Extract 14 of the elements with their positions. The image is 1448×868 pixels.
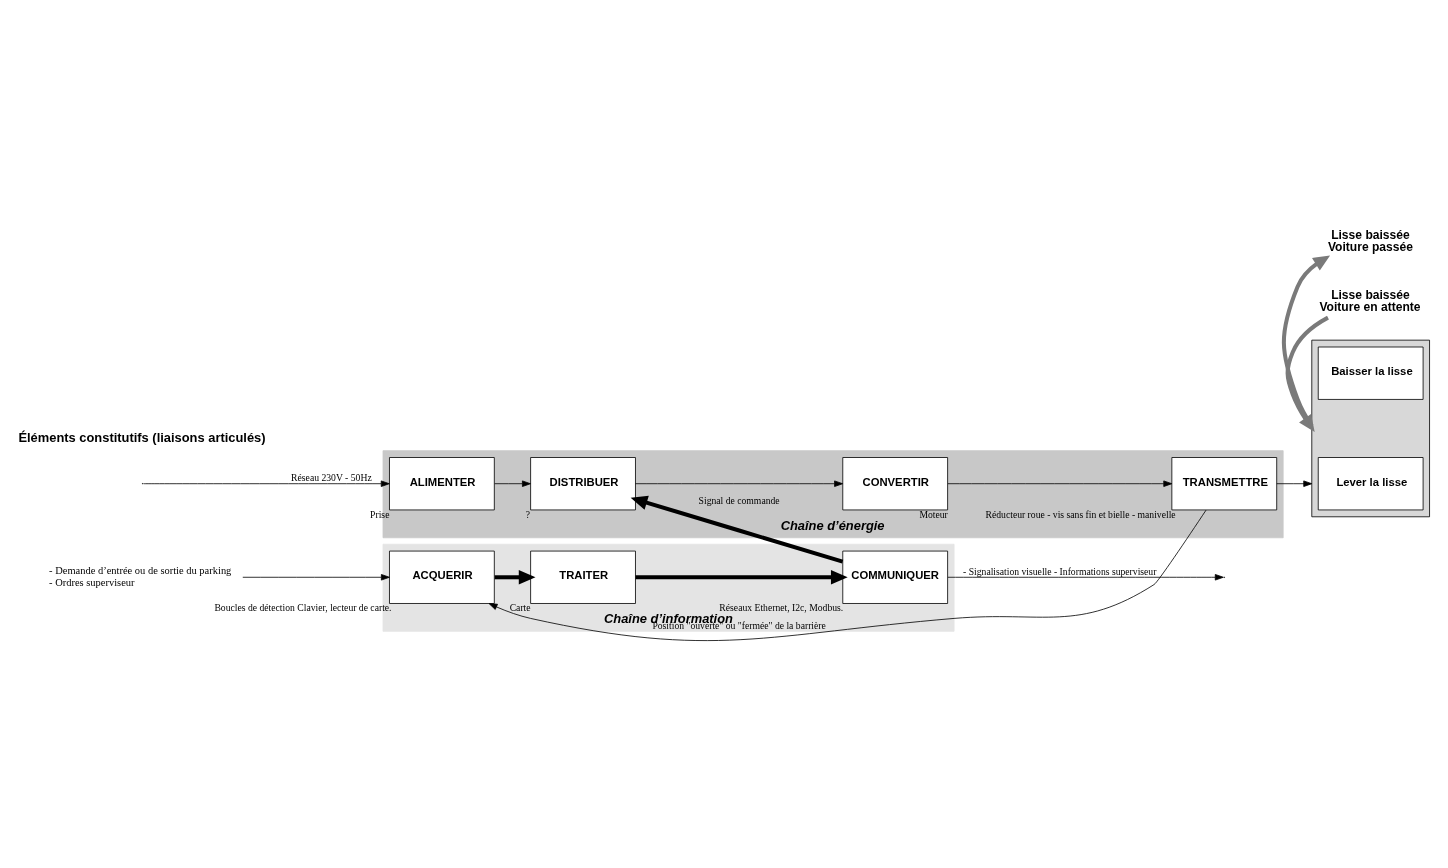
- node-text: Lisse baissée Voiture passée: [1327, 228, 1413, 255]
- node-label: Boucles de détection Clavier, lecteur de carte.: [214, 602, 392, 614]
- edge-label: Réseau 230V - 50Hz: [291, 471, 372, 483]
- edge-label: - Signalisation visuelle - Informations superviseur: [963, 565, 1157, 577]
- node-text: - Demande d’entrée ou de sortie du parking - Ordres superviseur: [49, 565, 232, 588]
- edge-label: Signal de commande: [698, 495, 780, 507]
- label: Éléments constitutifs (liaisons articulés): [18, 430, 266, 446]
- node-label: Carte: [509, 602, 531, 614]
- node-label: Réducteur roue - vis sans fin et bielle - manivelle: [985, 508, 1176, 520]
- node-label: Prise: [370, 508, 390, 520]
- node-label: Moteur: [919, 508, 948, 520]
- node-text: Lisse baissée Voiture en attente: [1319, 288, 1421, 315]
- node-label: Réseaux Ethernet, I2c, Modbus.: [719, 602, 844, 614]
- node-label: ?: [525, 508, 531, 520]
